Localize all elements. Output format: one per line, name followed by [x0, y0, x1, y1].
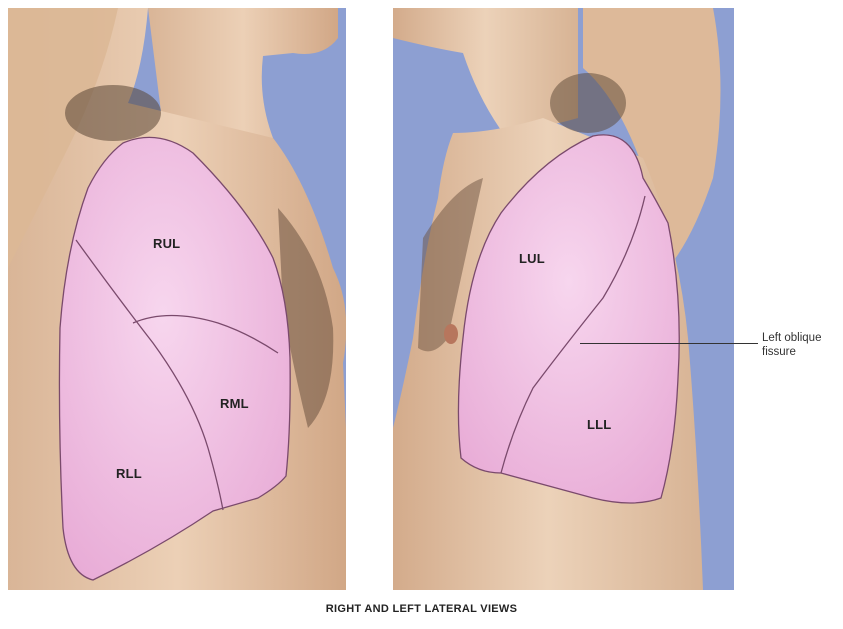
callout-label: Left oblique fissure: [762, 331, 842, 359]
lobe-label-lul: LUL: [519, 251, 545, 266]
left-lateral-view: LUL LLL: [393, 8, 734, 590]
lobe-label-rul: RUL: [153, 236, 180, 251]
axillary-hair: [65, 85, 161, 141]
lobe-label-lll: LLL: [587, 417, 611, 432]
axillary-hair: [550, 73, 626, 133]
nipple: [444, 324, 458, 344]
right-lateral-illustration: [8, 8, 346, 590]
right-lateral-view: RUL RML RLL: [8, 8, 346, 590]
lobe-label-rml: RML: [220, 396, 249, 411]
lobe-label-rll: RLL: [116, 466, 142, 481]
left-lateral-illustration: [393, 8, 734, 590]
callout-leader-line: [580, 343, 758, 344]
figure-caption: RIGHT AND LEFT LATERAL VIEWS: [0, 603, 843, 615]
